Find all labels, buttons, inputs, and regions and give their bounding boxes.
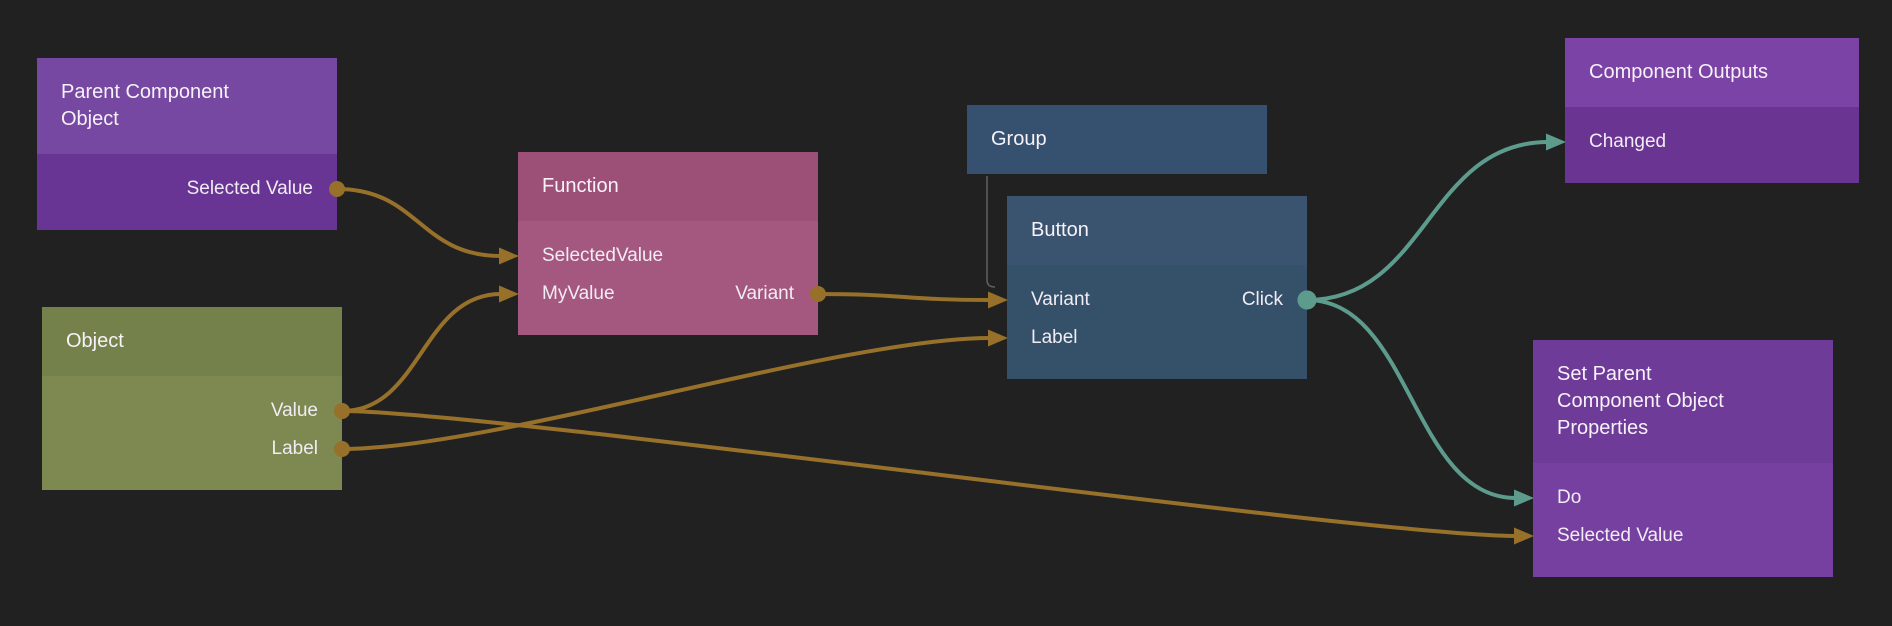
connection-button.out0-to-setparent.in0[interactable] xyxy=(1305,298,1518,500)
port-row: SelectedValue xyxy=(518,237,818,275)
parent-child-connector xyxy=(986,176,996,288)
node-body: Variant Click Label xyxy=(1007,265,1307,379)
node-header: Parent Component Object xyxy=(37,58,337,154)
port-click-output[interactable]: Click xyxy=(1241,289,1283,310)
node-group[interactable]: Group xyxy=(967,105,1267,174)
port-variant-input[interactable]: Variant xyxy=(1031,289,1090,310)
node-title: Object xyxy=(66,330,124,352)
node-body: SelectedValue MyValue Variant xyxy=(518,221,818,335)
node-body: Do Selected Value xyxy=(1533,463,1833,577)
port-row: Variant Click xyxy=(1007,281,1307,319)
node-body: Selected Value xyxy=(37,154,337,230)
connection-object.out0-to-function.in1[interactable] xyxy=(340,292,503,413)
port-label-output[interactable]: Label xyxy=(271,438,319,459)
port-row: Label xyxy=(1007,319,1307,357)
port-row: MyValue Variant xyxy=(518,275,818,313)
node-button[interactable]: Button Variant Click Label xyxy=(1007,196,1307,379)
port-do-input[interactable]: Do xyxy=(1557,487,1582,508)
connection-function.out1-to-button.in0[interactable] xyxy=(816,292,992,302)
port-selected-value-output[interactable]: Selected Value xyxy=(186,178,313,199)
node-function[interactable]: Function SelectedValue MyValue Variant xyxy=(518,152,818,335)
node-title: Function xyxy=(542,175,619,197)
connection-object.out0-to-setparent.in1[interactable] xyxy=(340,409,1518,538)
port-row: Label xyxy=(42,430,342,468)
port-selected-value-input[interactable]: Selected Value xyxy=(1557,525,1684,546)
connection-button.out0-to-compout.in0[interactable] xyxy=(1305,140,1550,302)
port-label-input[interactable]: Label xyxy=(1031,327,1078,348)
node-header: Object xyxy=(42,307,342,376)
port-row: Selected Value xyxy=(1533,517,1833,555)
node-title: Group xyxy=(991,128,1047,150)
port-myvalue-input[interactable]: MyValue xyxy=(542,283,615,304)
port-variant-output[interactable]: Variant xyxy=(735,283,794,304)
node-body: Changed xyxy=(1565,107,1859,183)
connection-object.out1-to-button.in1[interactable] xyxy=(340,336,992,451)
node-header: Set Parent Component Object Properties xyxy=(1533,340,1833,463)
port-row: Do xyxy=(1533,479,1833,517)
port-changed-input[interactable]: Changed xyxy=(1589,131,1667,152)
node-header: Group xyxy=(967,105,1267,174)
port-value-output[interactable]: Value xyxy=(270,400,318,421)
port-row: Selected Value xyxy=(37,170,337,208)
node-component-outputs[interactable]: Component Outputs Changed xyxy=(1565,38,1859,183)
node-title: Component Outputs xyxy=(1589,61,1768,83)
node-set-parent-component-object-properties[interactable]: Set Parent Component Object Properties D… xyxy=(1533,340,1833,577)
node-object[interactable]: Object Value Label xyxy=(42,307,342,490)
port-row: Value xyxy=(42,392,342,430)
node-header: Component Outputs xyxy=(1565,38,1859,107)
node-header: Button xyxy=(1007,196,1307,265)
connection-pco.out0-to-function.in0[interactable] xyxy=(335,187,503,258)
port-row: Changed xyxy=(1565,123,1859,161)
node-title: Set Parent Component Object Properties xyxy=(1557,363,1724,439)
node-parent-component-object[interactable]: Parent Component Object Selected Value xyxy=(37,58,337,230)
node-title: Button xyxy=(1031,219,1089,241)
node-body: Value Label xyxy=(42,376,342,490)
node-header: Function xyxy=(518,152,818,221)
node-title: Parent Component Object xyxy=(61,81,229,130)
port-selectedvalue-input[interactable]: SelectedValue xyxy=(542,245,664,266)
